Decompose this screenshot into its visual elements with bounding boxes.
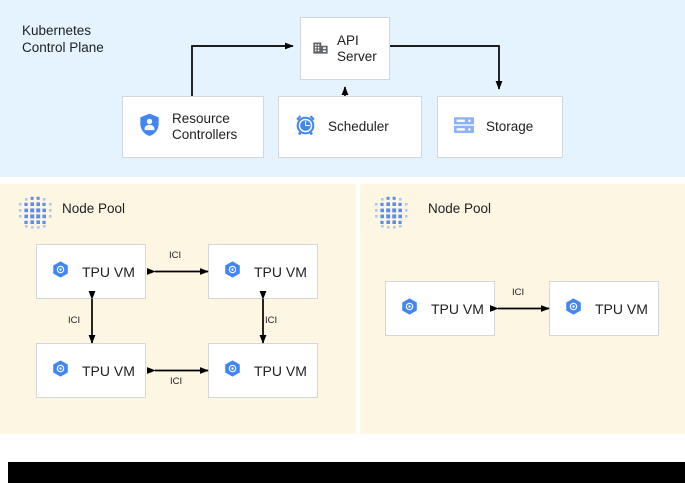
ici-link-label: ICI (68, 315, 81, 326)
ici-link-label: ICI (265, 315, 278, 326)
tpu-vm-card-1[interactable]: TPU VM (36, 244, 146, 299)
tpu-vm-label: TPU VM (595, 300, 648, 317)
resource-controllers-box[interactable]: Resource Controllers (122, 96, 264, 158)
tpu-vm-card-2[interactable]: TPU VM (208, 244, 318, 299)
tpu-hexagon-icon (400, 297, 419, 321)
storage-box[interactable]: Storage (437, 96, 563, 158)
footer-bar (8, 462, 685, 483)
tpu-hexagon-icon (51, 359, 70, 383)
storage-label: Storage (486, 119, 534, 134)
ici-link-label: ICI (170, 376, 183, 387)
tpu-vm-label: TPU VM (82, 362, 135, 379)
node-pool-title-1: Node Pool (62, 201, 126, 216)
node-pool-dots-icon (15, 194, 53, 237)
tpu-hexagon-icon (223, 359, 242, 383)
tpu-hexagon-icon (223, 260, 242, 284)
tpu-hexagon-icon (51, 260, 70, 284)
tpu-vm-card-5[interactable]: TPU VM (385, 281, 495, 336)
tpu-vm-card-4[interactable]: TPU VM (208, 343, 318, 398)
server-rack-icon (452, 113, 476, 142)
scheduler-box[interactable]: Scheduler (278, 96, 422, 158)
ici-link-label: ICI (512, 287, 525, 298)
tpu-vm-label: TPU VM (431, 300, 484, 317)
tpu-vm-label: TPU VM (254, 263, 307, 280)
building-icon (311, 37, 330, 61)
tpu-hexagon-icon (564, 297, 583, 321)
resource-controllers-label: Resource Controllers (172, 111, 238, 142)
scheduler-label: Scheduler (328, 119, 389, 134)
tpu-vm-card-6[interactable]: TPU VM (549, 281, 659, 336)
alarm-clock-icon (293, 112, 318, 142)
tpu-vm-card-3[interactable]: TPU VM (36, 343, 146, 398)
api-server-label: API Server (337, 32, 377, 64)
ici-link-label: ICI (169, 250, 182, 261)
api-server-box[interactable]: API Server (300, 17, 390, 80)
node-pool-dots-icon (371, 194, 409, 237)
tpu-vm-label: TPU VM (254, 362, 307, 379)
control-plane-title: Kubernetes Control Plane (22, 23, 104, 55)
shield-user-icon (137, 112, 162, 142)
node-pool-title-2: Node Pool (428, 201, 492, 216)
tpu-vm-label: TPU VM (82, 263, 135, 280)
